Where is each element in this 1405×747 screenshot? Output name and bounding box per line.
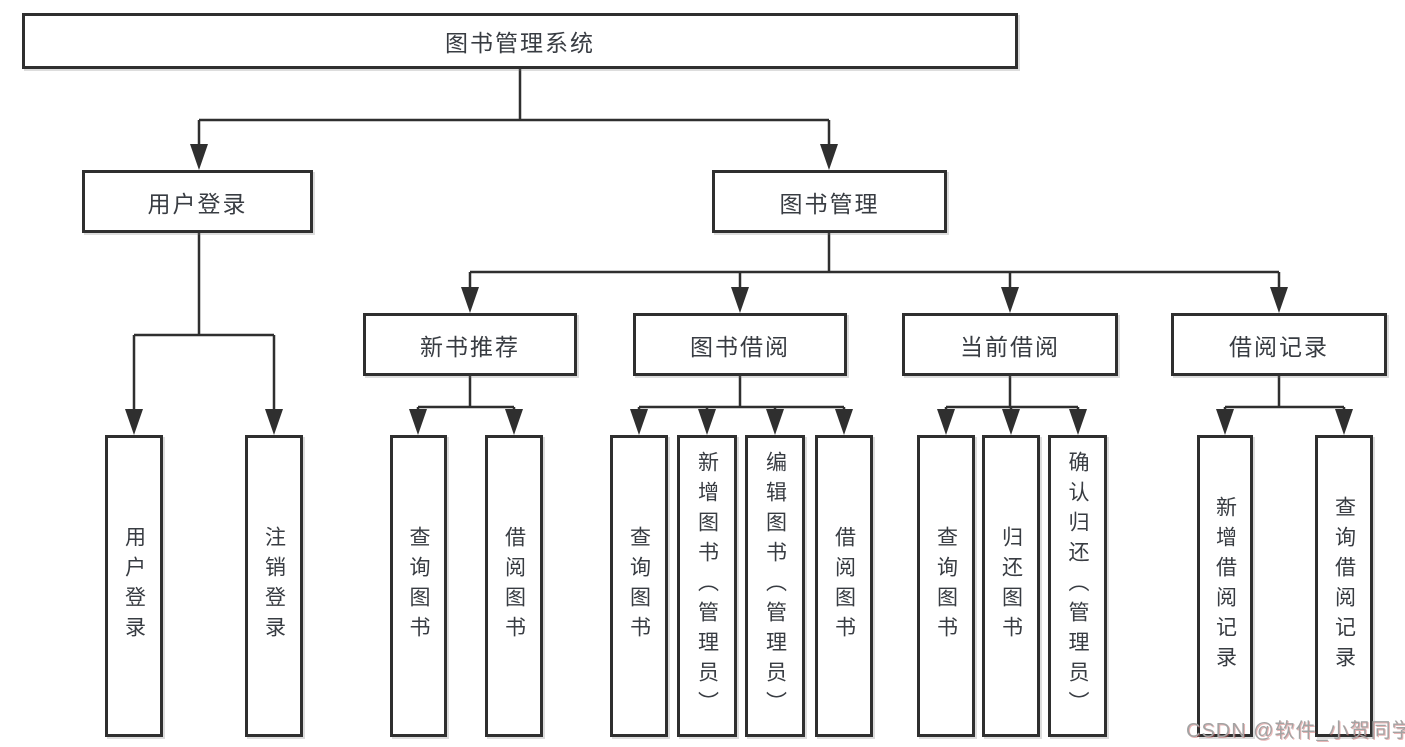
connector-user-login	[132, 233, 276, 412]
arrow-down-icon	[461, 287, 479, 313]
leaf-borrow-books: 借阅图书	[815, 435, 873, 737]
leaf-confirm-return-admin: 确认归还（管理员）	[1048, 435, 1107, 737]
connector-book-borrow	[637, 376, 846, 412]
leaf-add-borrow-record: 新增借阅记录	[1197, 435, 1253, 737]
connector-borrow-records	[1223, 376, 1346, 412]
csdn-watermark: CSDN @软件_小贺同学	[1186, 720, 1405, 742]
connector-new-book-recommend	[416, 376, 516, 412]
node-library-management-system: 图书管理系统	[22, 13, 1018, 69]
arrow-down-icon	[190, 144, 208, 170]
arrow-down-icon	[731, 287, 749, 313]
node-book-borrow: 图书借阅	[633, 313, 847, 376]
leaf-add-books-admin: 新增图书（管理员）	[677, 435, 737, 737]
leaf-logout: 注销登录	[245, 435, 303, 737]
leaf-recommend-borrow-books: 借阅图书	[485, 435, 543, 737]
leaf-user-login: 用户登录	[105, 435, 163, 737]
connector-current-borrow	[944, 376, 1080, 412]
arrow-down-icon	[265, 409, 283, 435]
arrow-down-icon	[698, 409, 716, 435]
arrow-down-icon	[1069, 409, 1087, 435]
node-book-management: 图书管理	[712, 170, 947, 233]
leaf-query-borrow-record: 查询借阅记录	[1315, 435, 1373, 737]
arrow-down-icon	[1001, 287, 1019, 313]
arrow-down-icon	[505, 409, 523, 435]
arrow-down-icon	[835, 409, 853, 435]
arrow-down-icon	[1002, 409, 1020, 435]
arrow-down-icon	[1335, 409, 1353, 435]
arrow-down-icon	[820, 144, 838, 170]
leaf-borrow-query-books: 查询图书	[610, 435, 668, 737]
arrow-down-icon	[409, 409, 427, 435]
arrow-down-icon	[125, 409, 143, 435]
arrow-down-icon	[937, 409, 955, 435]
arrow-down-icon	[766, 409, 784, 435]
leaf-recommend-query-books: 查询图书	[390, 435, 447, 737]
node-new-book-recommend: 新书推荐	[363, 313, 577, 376]
arrow-down-icon	[630, 409, 648, 435]
connector-book-management	[468, 233, 1281, 289]
connector-root	[197, 69, 831, 146]
leaf-edit-books-admin: 编辑图书（管理员）	[745, 435, 805, 737]
arrow-down-icon	[1270, 287, 1288, 313]
leaf-current-query-books: 查询图书	[917, 435, 975, 737]
leaf-return-books: 归还图书	[982, 435, 1040, 737]
node-current-borrow: 当前借阅	[902, 313, 1118, 376]
node-borrow-records: 借阅记录	[1171, 313, 1387, 376]
node-user-login: 用户登录	[82, 170, 313, 233]
arrow-down-icon	[1216, 409, 1234, 435]
